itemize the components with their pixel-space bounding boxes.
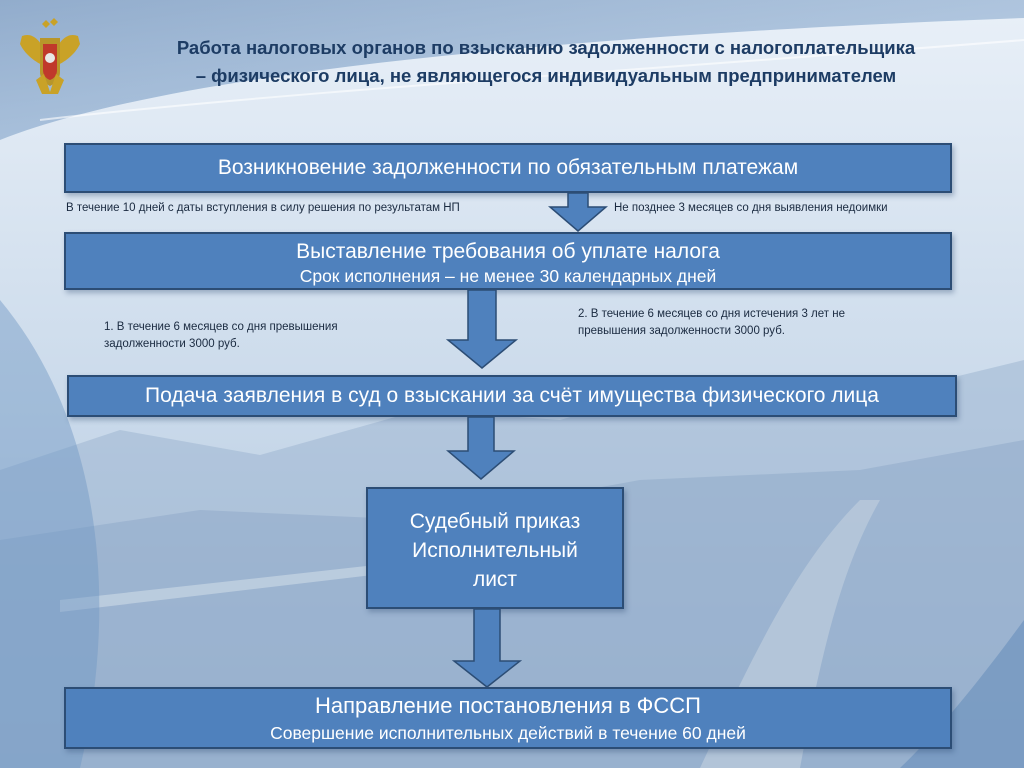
box-court-order: Судебный приказ Исполнительный лист: [366, 487, 624, 609]
note-three-months: Не позднее 3 месяцев со дня выявления не…: [614, 202, 888, 214]
arrow-down-2: [446, 290, 518, 369]
box-debt-occurrence-text: Возникновение задолженности по обязатель…: [217, 156, 799, 179]
title-line-2: – физического лица, не являющегося индив…: [195, 65, 897, 86]
arrow-down-3: [446, 417, 516, 480]
box-tax-demand-title: Выставление требования об уплате налога: [296, 240, 720, 263]
note-option-2-line-2: превышения задолженности 3000 руб.: [578, 325, 785, 337]
box-court-order-line-3: лист: [472, 568, 518, 591]
note-option-1: 1. В течение 6 месяцев со дня превышения…: [104, 319, 404, 353]
note-ten-days: В течение 10 дней с даты вступления в си…: [66, 202, 460, 214]
box-court-order-line-1: Судебный приказ: [409, 510, 581, 533]
note-option-1-line-1: 1. В течение 6 месяцев со дня превышения: [104, 321, 338, 333]
box-fssp-subtitle: Совершение исполнительных действий в теч…: [270, 723, 746, 743]
arrow-down-1: [548, 193, 608, 232]
box-tax-demand: Выставление требования об уплате налога …: [64, 232, 952, 290]
box-court-filing: Подача заявления в суд о взыскании за сч…: [67, 375, 957, 417]
note-option-1-line-2: задолженности 3000 руб.: [104, 338, 240, 350]
box-court-filing-text: Подача заявления в суд о взыскании за сч…: [145, 384, 879, 407]
note-option-2-line-1: 2. В течение 6 месяцев со дня истечения …: [578, 308, 845, 320]
box-debt-occurrence: Возникновение задолженности по обязатель…: [64, 143, 952, 193]
arrow-down-4: [452, 609, 522, 688]
coat-of-arms-emblem: [20, 18, 80, 94]
box-fssp-title: Направление постановления в ФССП: [315, 693, 701, 718]
box-tax-demand-subtitle: Срок исполнения – не менее 30 календарны…: [299, 266, 717, 286]
box-fssp-direction: Направление постановления в ФССП Соверше…: [64, 687, 952, 749]
title-line-1: Работа налоговых органов по взысканию за…: [176, 37, 916, 58]
box-court-order-line-2: Исполнительный: [412, 539, 578, 562]
slide-title: Работа налоговых органов по взысканию за…: [96, 34, 996, 90]
note-option-2: 2. В течение 6 месяцев со дня истечения …: [578, 306, 938, 340]
